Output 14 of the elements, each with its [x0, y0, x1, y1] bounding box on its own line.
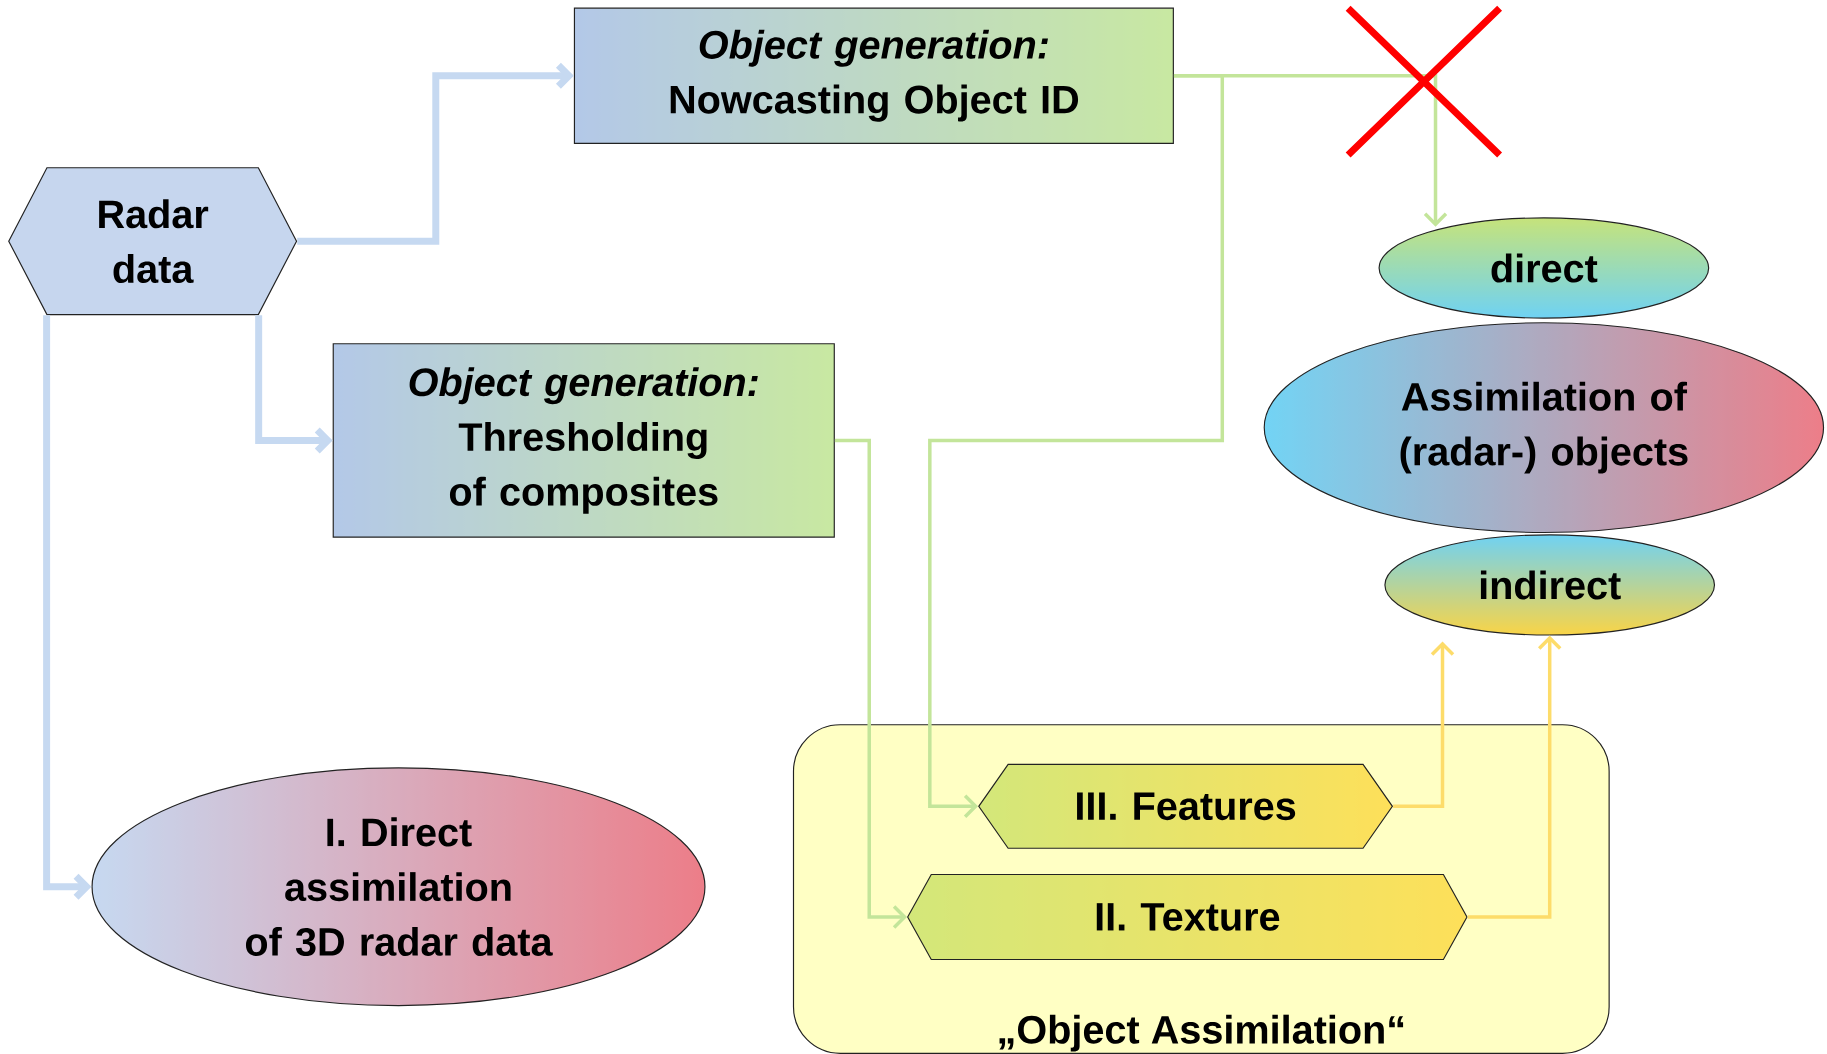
arrow — [834, 438, 908, 929]
ellipse-node: direct — [1378, 217, 1710, 319]
arrow — [928, 73, 1225, 818]
process-box: Object generation: Nowcasting Object ID — [573, 7, 1174, 144]
process-box: Object generation: Thresholding of composites — [332, 342, 835, 538]
arrow — [1467, 635, 1562, 919]
hexagon-node: II. Texture — [907, 873, 1468, 960]
arrow — [43, 314, 92, 900]
arrow — [255, 314, 333, 454]
hexagon-node: III. Features — [978, 763, 1394, 849]
ellipse-node: indirect — [1384, 534, 1716, 636]
arrow — [1393, 641, 1455, 808]
ellipse-node: I. Direct assimilation of 3D radar data — [91, 767, 706, 1006]
hexagon-node: Radar data — [8, 166, 298, 315]
